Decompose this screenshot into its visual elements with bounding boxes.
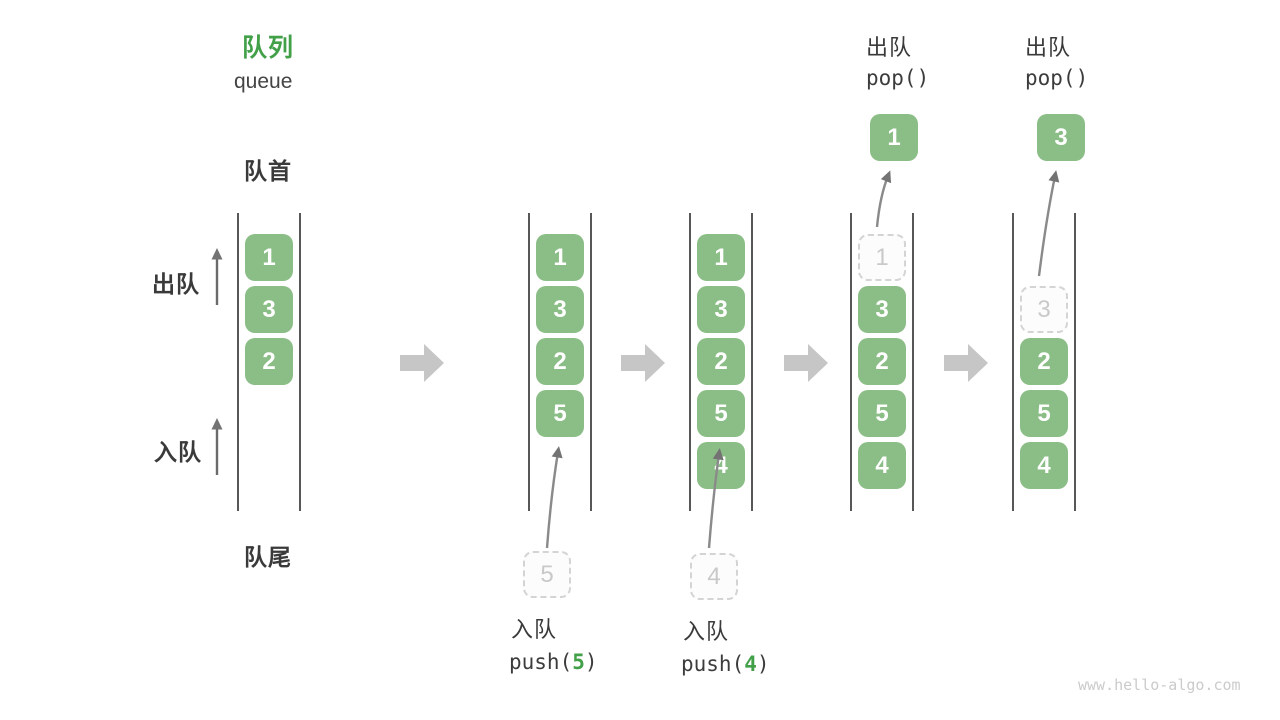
queue-wall-line	[237, 213, 239, 511]
queue-state-5: 出队 pop() 3 3 2 5 4	[1012, 0, 1088, 720]
queue-wall-line	[850, 213, 852, 511]
queue-element: 2	[858, 338, 906, 385]
queue-element: 1	[245, 234, 293, 281]
diagram-title-en: queue	[234, 70, 293, 93]
queue-element: 5	[697, 390, 745, 437]
dequeue-annotation-label: 出队	[866, 35, 913, 60]
queue-element: 2	[536, 338, 584, 385]
queue-element: 4	[858, 442, 906, 489]
queue-element: 3	[245, 286, 293, 333]
queue-element-ghost: 3	[1020, 286, 1068, 333]
popped-element: 1	[870, 114, 918, 161]
pop-code-label: pop()	[1025, 66, 1089, 90]
queue-element: 1	[697, 234, 745, 281]
push-code-label: push(5)	[509, 650, 598, 674]
queue-wall-line	[689, 213, 691, 511]
queue-front-label: 队首	[244, 158, 292, 184]
enqueue-side-label: 入队	[154, 439, 202, 465]
queue-element: 5	[536, 390, 584, 437]
queue-element: 3	[536, 286, 584, 333]
push-code-label: push(4)	[681, 652, 770, 676]
queue-state-4: 出队 pop() 1 1 3 2 5 4	[850, 0, 929, 720]
code-suffix: )	[584, 650, 598, 674]
code-prefix: push(	[681, 652, 745, 676]
queue-element-ghost: 1	[858, 234, 906, 281]
queue-state-3: 1 3 2 5 4 4 入队 push(4)	[681, 0, 770, 720]
queue-element: 5	[858, 390, 906, 437]
queue-element: 5	[1020, 390, 1068, 437]
queue-state-2: 1 3 2 5 5 入队 push(5)	[509, 0, 598, 720]
dequeue-side-label: 出队	[152, 271, 200, 297]
code-suffix: )	[756, 652, 770, 676]
state-transition-arrow-icon	[400, 344, 444, 382]
dequeue-annotation-label: 出队	[1025, 35, 1072, 60]
popped-element: 3	[1037, 114, 1085, 161]
queue-element: 4	[1020, 442, 1068, 489]
incoming-element-ghost: 4	[690, 553, 738, 600]
queue-element: 1	[536, 234, 584, 281]
state-transition-arrow-icon	[784, 344, 828, 382]
queue-element: 2	[697, 338, 745, 385]
queue-wall-line	[299, 213, 301, 511]
enqueue-annotation-label: 入队	[511, 617, 558, 642]
queue-element: 4	[697, 442, 745, 489]
queue-element: 3	[697, 286, 745, 333]
pop-code-label: pop()	[866, 66, 930, 90]
watermark: www.hello-algo.com	[1078, 676, 1241, 694]
queue-state-1: 1 3 2	[237, 0, 301, 720]
queue-element: 3	[858, 286, 906, 333]
enqueue-annotation-label: 入队	[683, 619, 730, 644]
incoming-element-ghost: 5	[523, 551, 571, 598]
queue-wall-line	[1012, 213, 1014, 511]
queue-wall-line	[751, 213, 753, 511]
queue-element: 2	[245, 338, 293, 385]
diagram-title-zh: 队列	[242, 34, 295, 62]
state-transition-arrow-icon	[944, 344, 988, 382]
queue-rear-label: 队尾	[244, 544, 292, 570]
state-transition-arrow-icon	[621, 344, 665, 382]
code-arg: 5	[572, 650, 585, 674]
queue-wall-line	[1074, 213, 1076, 511]
queue-wall-line	[912, 213, 914, 511]
queue-element: 2	[1020, 338, 1068, 385]
code-arg: 4	[744, 652, 757, 676]
queue-wall-line	[528, 213, 530, 511]
queue-wall-line	[590, 213, 592, 511]
code-prefix: push(	[509, 650, 573, 674]
